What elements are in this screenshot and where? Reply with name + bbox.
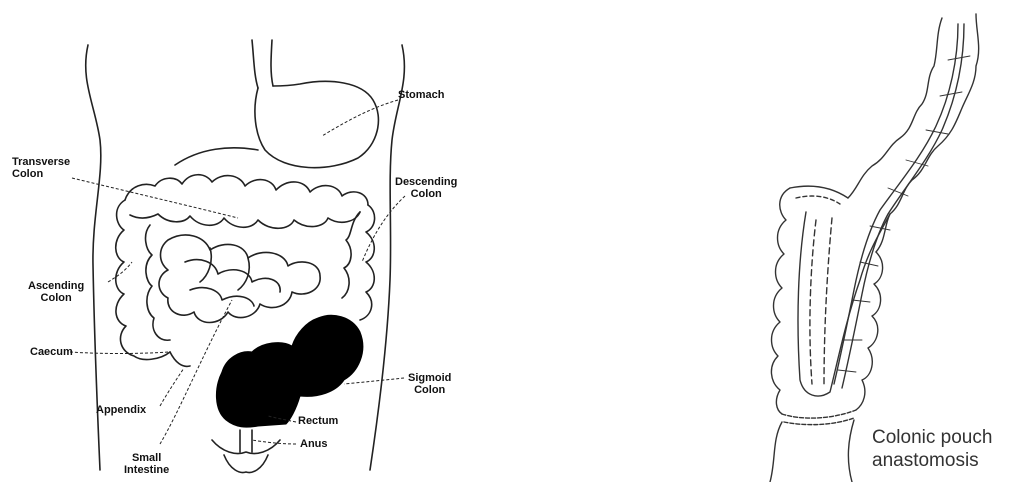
rectal-stump: [770, 422, 782, 482]
transverse-colon-shape: [125, 175, 368, 205]
anastomosis-line: [782, 410, 856, 418]
sigmoid-rectum-shape: [216, 315, 362, 427]
small-intestine-shape: [159, 235, 320, 322]
pouch-outer-left: [771, 188, 790, 414]
leader-caecum: [70, 352, 168, 354]
leader-appendix: [160, 368, 184, 406]
label-ascending-colon: Ascending Colon: [28, 280, 84, 304]
descending-colon-shape: [360, 205, 375, 320]
leader-stomach: [322, 100, 398, 136]
label-colonic-pouch-anastomosis: Colonic pouch anastomosis: [872, 426, 992, 472]
esophagus: [252, 40, 258, 88]
leader-anus: [252, 440, 296, 444]
appendix-shape: [170, 352, 190, 366]
label-appendix: Appendix: [96, 404, 146, 416]
stomach-shape: [255, 81, 379, 167]
digestive-tract-diagram: Stomach Transverse Colon Descending Colo…: [0, 0, 500, 482]
mesentery-vessel: [834, 24, 958, 384]
liver-edge: [175, 148, 258, 165]
label-transverse-colon: Transverse Colon: [12, 156, 70, 180]
label-stomach: Stomach: [398, 89, 444, 101]
leader-small-intestine: [160, 300, 232, 444]
colonic-pouch-drawing: [700, 0, 1019, 482]
ascending-colon-shape: [116, 200, 170, 359]
colonic-pouch-diagram: Colonic pouch anastomosis: [700, 0, 1019, 482]
torso-right-outline: [370, 45, 404, 470]
digestive-tract-drawing: [0, 0, 500, 482]
label-anus: Anus: [300, 438, 328, 450]
label-caecum: Caecum: [30, 346, 73, 358]
label-rectum: Rectum: [298, 415, 338, 427]
pouch-outer-right: [856, 252, 883, 410]
label-sigmoid-colon: Sigmoid Colon: [408, 372, 451, 396]
colon-outer-left: [848, 18, 942, 198]
label-small-intestine: Small Intestine: [124, 452, 169, 476]
leader-sigmoid: [344, 378, 404, 384]
label-descending-colon: Descending Colon: [395, 176, 457, 200]
